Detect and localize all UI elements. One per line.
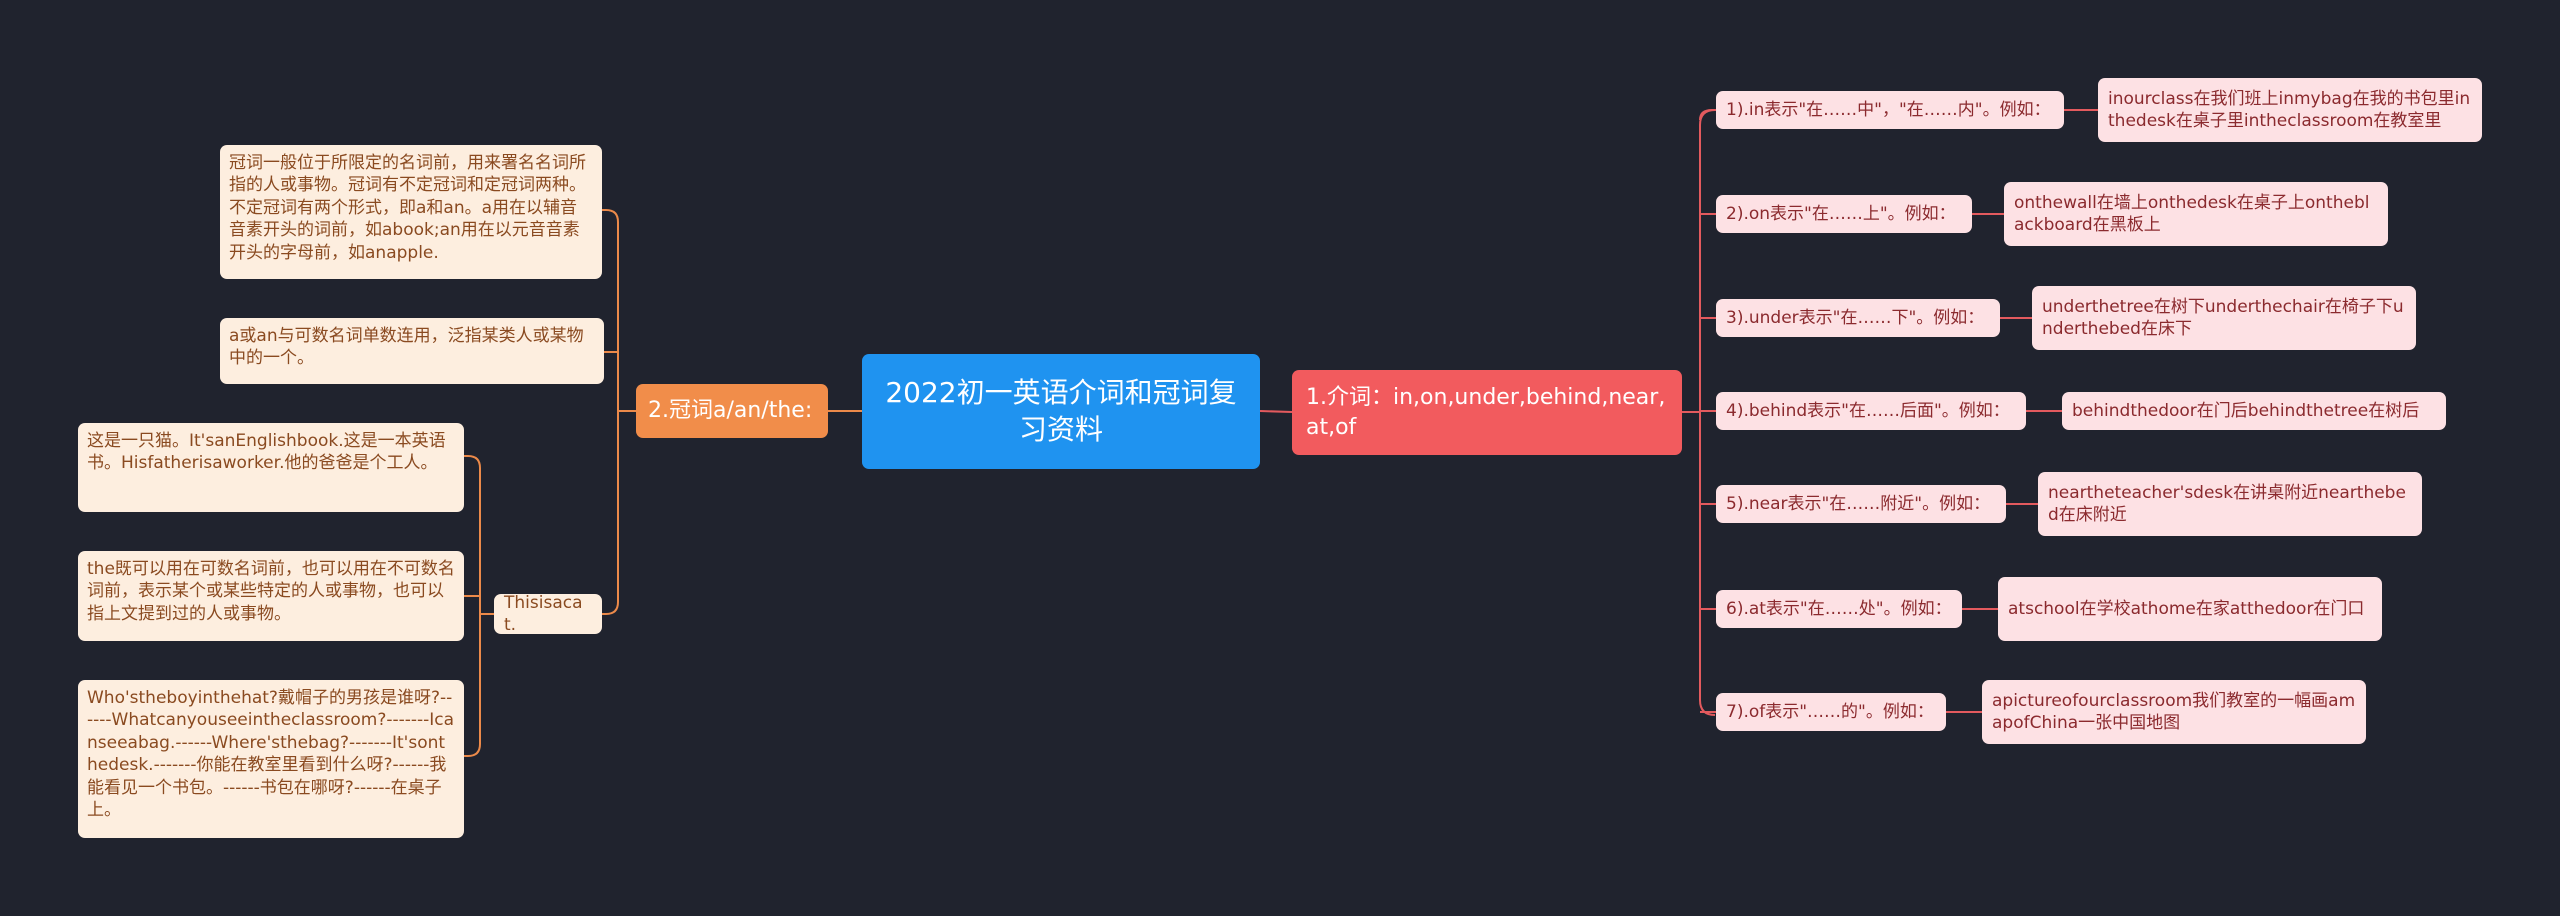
branch-prepositions[interactable]: 1.介词：in,on,under,behind,near,at,of (1292, 370, 1682, 455)
article-sub-example[interactable]: Thisisacat. (494, 593, 602, 635)
sub-item-the-usage[interactable]: the既可以用在可数名词前，也可以用在不可数名词前，表示某个或某些特定的人或事物… (78, 551, 464, 641)
prep-example-under[interactable]: underthetree在树下underthechair在椅子下underthe… (2032, 286, 2416, 350)
prep-example-behind[interactable]: behindthedoor在门后behindthetree在树后 (2062, 392, 2446, 430)
prep-item-at[interactable]: 6).at表示"在……处"。例如： (1716, 590, 1962, 628)
prep-example-on[interactable]: onthewall在墙上onthedesk在桌子上ontheblackboard… (2004, 182, 2388, 246)
prep-item-near[interactable]: 5).near表示"在……附近"。例如： (1716, 485, 2006, 523)
prep-example-at[interactable]: atschool在学校athome在家atthedoor在门口 (1998, 577, 2382, 641)
article-item-indefinite[interactable]: a或an与可数名词单数连用，泛指某类人或某物中的一个。 (220, 318, 604, 384)
prep-item-of[interactable]: 7).of表示"……的"。例如： (1716, 693, 1946, 731)
prep-item-in[interactable]: 1).in表示"在……中"，"在……内"。例如： (1716, 91, 2064, 129)
link-prep-item-1 (1699, 109, 1716, 121)
prep-example-in[interactable]: inourclass在我们班上inmybag在我的书包里inthedesk在桌子… (2098, 78, 2482, 142)
link-article-trunk (598, 209, 619, 615)
link-root-prep (1259, 410, 1293, 413)
link-prep-trunk (1699, 109, 1716, 716)
sub-item-dialogue[interactable]: Who'stheboyinthehat?戴帽子的男孩是谁呀?------What… (78, 680, 464, 838)
prep-item-on[interactable]: 2).on表示"在……上"。例如： (1716, 195, 1972, 233)
prep-example-near[interactable]: neartheteacher'sdesk在讲桌附近nearthebed在床附近 (2038, 472, 2422, 536)
prep-item-under[interactable]: 3).under表示"在……下"。例如： (1716, 299, 2000, 337)
prep-example-of[interactable]: apictureofourclassroom我们教室的一幅画amapofChin… (1982, 680, 2366, 744)
article-item-definition[interactable]: 冠词一般位于所限定的名词前，用来署名名词所指的人或事物。冠词有不定冠词和定冠词两… (220, 145, 602, 279)
link-sub-trunk (464, 455, 481, 757)
prep-item-behind[interactable]: 4).behind表示"在……后面"。例如： (1716, 392, 2026, 430)
branch-articles[interactable]: 2.冠词a/an/the: (636, 384, 828, 438)
root-topic[interactable]: 2022初一英语介词和冠词复习资料 (862, 354, 1260, 469)
sub-item-sentences[interactable]: 这是一只猫。It'sanEnglishbook.这是一本英语书。Hisfathe… (78, 423, 464, 512)
